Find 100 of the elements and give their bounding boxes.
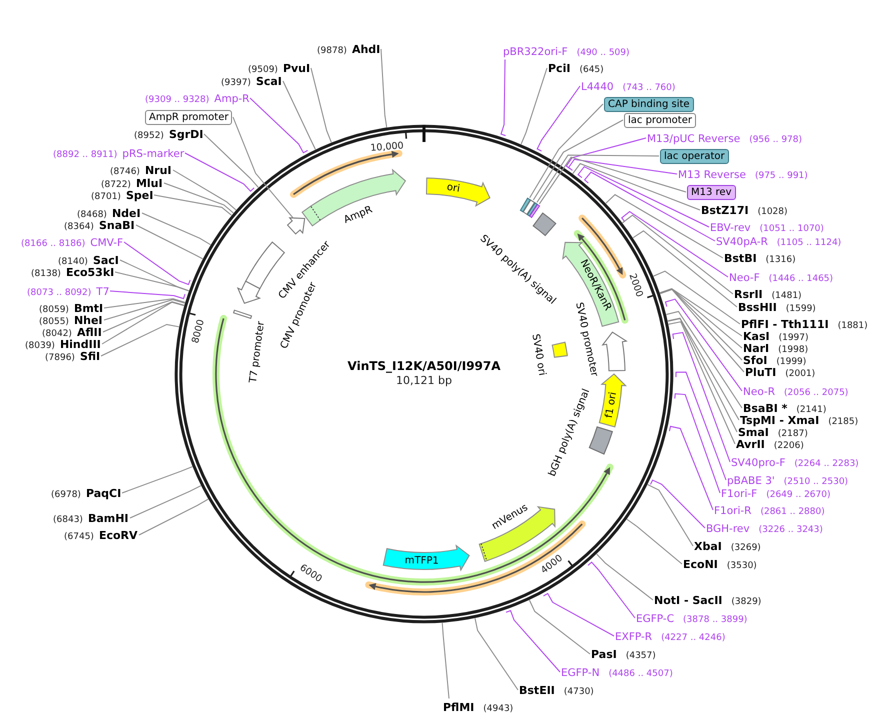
leader-line <box>124 242 191 286</box>
leader-line <box>632 230 738 308</box>
primer-label: F1ori-R (2861 .. 2880) <box>714 502 825 518</box>
leader-line <box>664 298 742 392</box>
leader-line <box>442 622 450 699</box>
restriction-site-label: (8364) SnaBI <box>64 218 135 232</box>
restriction-site-label: NotI - SacII (3829) <box>654 592 762 608</box>
leader-line <box>232 116 294 219</box>
primer-label: (8166 .. 8186) CMV-F <box>21 234 124 250</box>
restriction-site-label: PflFI - Tth111I (1881) <box>741 316 868 332</box>
leader-line <box>506 610 560 672</box>
leader-line <box>668 426 714 510</box>
scale-label: 8000 <box>190 318 207 345</box>
restriction-site-label: SfoI (1999) <box>743 352 806 368</box>
primer-label: Neo-F (1446 .. 1465) <box>729 270 834 284</box>
leader-line <box>102 301 185 332</box>
leader-line <box>310 68 332 143</box>
feature-label: AmpR <box>342 204 374 226</box>
feature-block <box>529 204 540 218</box>
restriction-site-label: NarI (1998) <box>743 340 808 356</box>
restriction-site-label: RsrII (1481) <box>734 286 802 302</box>
leader-line <box>647 484 694 546</box>
leader-line <box>474 618 518 690</box>
restriction-site-label: BssHII (1599) <box>738 300 816 314</box>
leader-line <box>136 224 204 260</box>
leader-line <box>536 86 580 152</box>
leader-line <box>568 158 678 174</box>
primer-label: (9309 .. 9328) Amp-R <box>145 90 250 106</box>
primer-label: L4440 (743 .. 760) <box>581 78 676 94</box>
restriction-site-label: BstBI (1316) <box>724 250 796 266</box>
restriction-site-label: (7896) SfiI <box>45 348 100 364</box>
feature-tag: AmpR promoter <box>145 110 232 124</box>
restriction-site-label: (6978) PaqCI <box>51 486 122 500</box>
leader-line <box>528 600 590 654</box>
leader-line <box>605 194 724 258</box>
feature-block <box>522 200 535 215</box>
leader-line <box>164 182 234 214</box>
feature-label: f1 ori <box>604 391 619 419</box>
restriction-site-label: EcoNI (3530) <box>683 556 757 572</box>
restriction-site-label: (9878) AhdI <box>317 42 380 56</box>
leader-line <box>500 59 506 136</box>
feature-label: ori <box>446 182 461 195</box>
feature-segment <box>287 217 306 234</box>
restriction-site-label: PciI (645) <box>548 60 604 76</box>
primer-label: SV40pro-F (2264 .. 2283) <box>731 454 859 470</box>
leader-line <box>674 393 720 494</box>
restriction-site-label: (9509) PvuI <box>248 60 310 76</box>
leader-line <box>626 518 682 564</box>
restriction-site-label: (8952) SgrDI <box>134 126 204 142</box>
leader-line <box>584 172 716 242</box>
feature-tag: lac promoter <box>624 112 696 128</box>
restriction-site-label: TspMI - XmaI (2185) <box>740 412 858 428</box>
leader-line <box>100 324 180 356</box>
leader-line <box>380 48 388 128</box>
primer-label: BGH-rev (3226 .. 3243) <box>706 520 823 536</box>
restriction-site-label: (8042) AflII <box>42 324 102 340</box>
leader-line <box>184 152 255 192</box>
restriction-site-label: (8059) BmtI <box>39 300 104 316</box>
leader-line <box>542 592 614 636</box>
leader-line <box>154 194 232 216</box>
restriction-site-label: (8468) NdeI <box>77 206 141 220</box>
restriction-site-label: (8701) SpeI <box>91 188 154 202</box>
leader-line <box>102 302 185 344</box>
primer-label: (8892 .. 8911) pRS-marker <box>53 146 184 160</box>
leader-line <box>622 214 734 294</box>
leader-line <box>120 260 190 292</box>
restriction-site-label: (8140) SacI <box>58 252 119 268</box>
scale-label: 2000 <box>626 272 645 299</box>
leader-line <box>282 80 316 150</box>
leader-line <box>104 299 186 320</box>
leader-line <box>659 288 742 336</box>
primer-label: SV40pA-R (1105 .. 1124) <box>716 234 842 248</box>
leader-line <box>104 298 186 308</box>
leader-line <box>172 170 236 210</box>
restriction-site-label: AvrII (2206) <box>736 436 804 452</box>
leader-line <box>250 98 308 154</box>
leader-line <box>110 290 186 300</box>
restriction-site-label: XbaI (3269) <box>694 538 761 554</box>
leader-line <box>538 156 686 204</box>
primer-label: EGFP-N (4486 .. 4507) <box>561 664 673 680</box>
leader-line <box>650 479 706 528</box>
primer-label: EXFP-R (4227 .. 4246) <box>615 628 726 644</box>
leader-line <box>572 163 700 210</box>
leader-line <box>532 120 624 200</box>
feature-tag: lac operator <box>660 148 729 164</box>
restriction-site-label: (8138) Eco53kI <box>31 264 114 280</box>
leader-line <box>566 138 646 170</box>
restriction-site-label: PflMI (4943) <box>443 700 514 714</box>
leader-line <box>536 154 660 203</box>
leader-line <box>588 561 636 618</box>
restriction-site-label: (6745) EcoRV <box>64 528 138 542</box>
restriction-site-label: BstZ17I (1028) <box>701 202 788 218</box>
primer-label: Neo-R (2056 .. 2075) <box>743 384 848 398</box>
leader-line <box>666 310 742 408</box>
leader-line <box>520 68 548 145</box>
leader-line <box>114 272 190 292</box>
leader-line <box>668 321 736 444</box>
restriction-site-label: SmaI (2187) <box>738 424 808 440</box>
primer-label: pBABE 3' (2510 .. 2530) <box>727 472 848 488</box>
feature-label: mTFP1 <box>404 555 439 567</box>
